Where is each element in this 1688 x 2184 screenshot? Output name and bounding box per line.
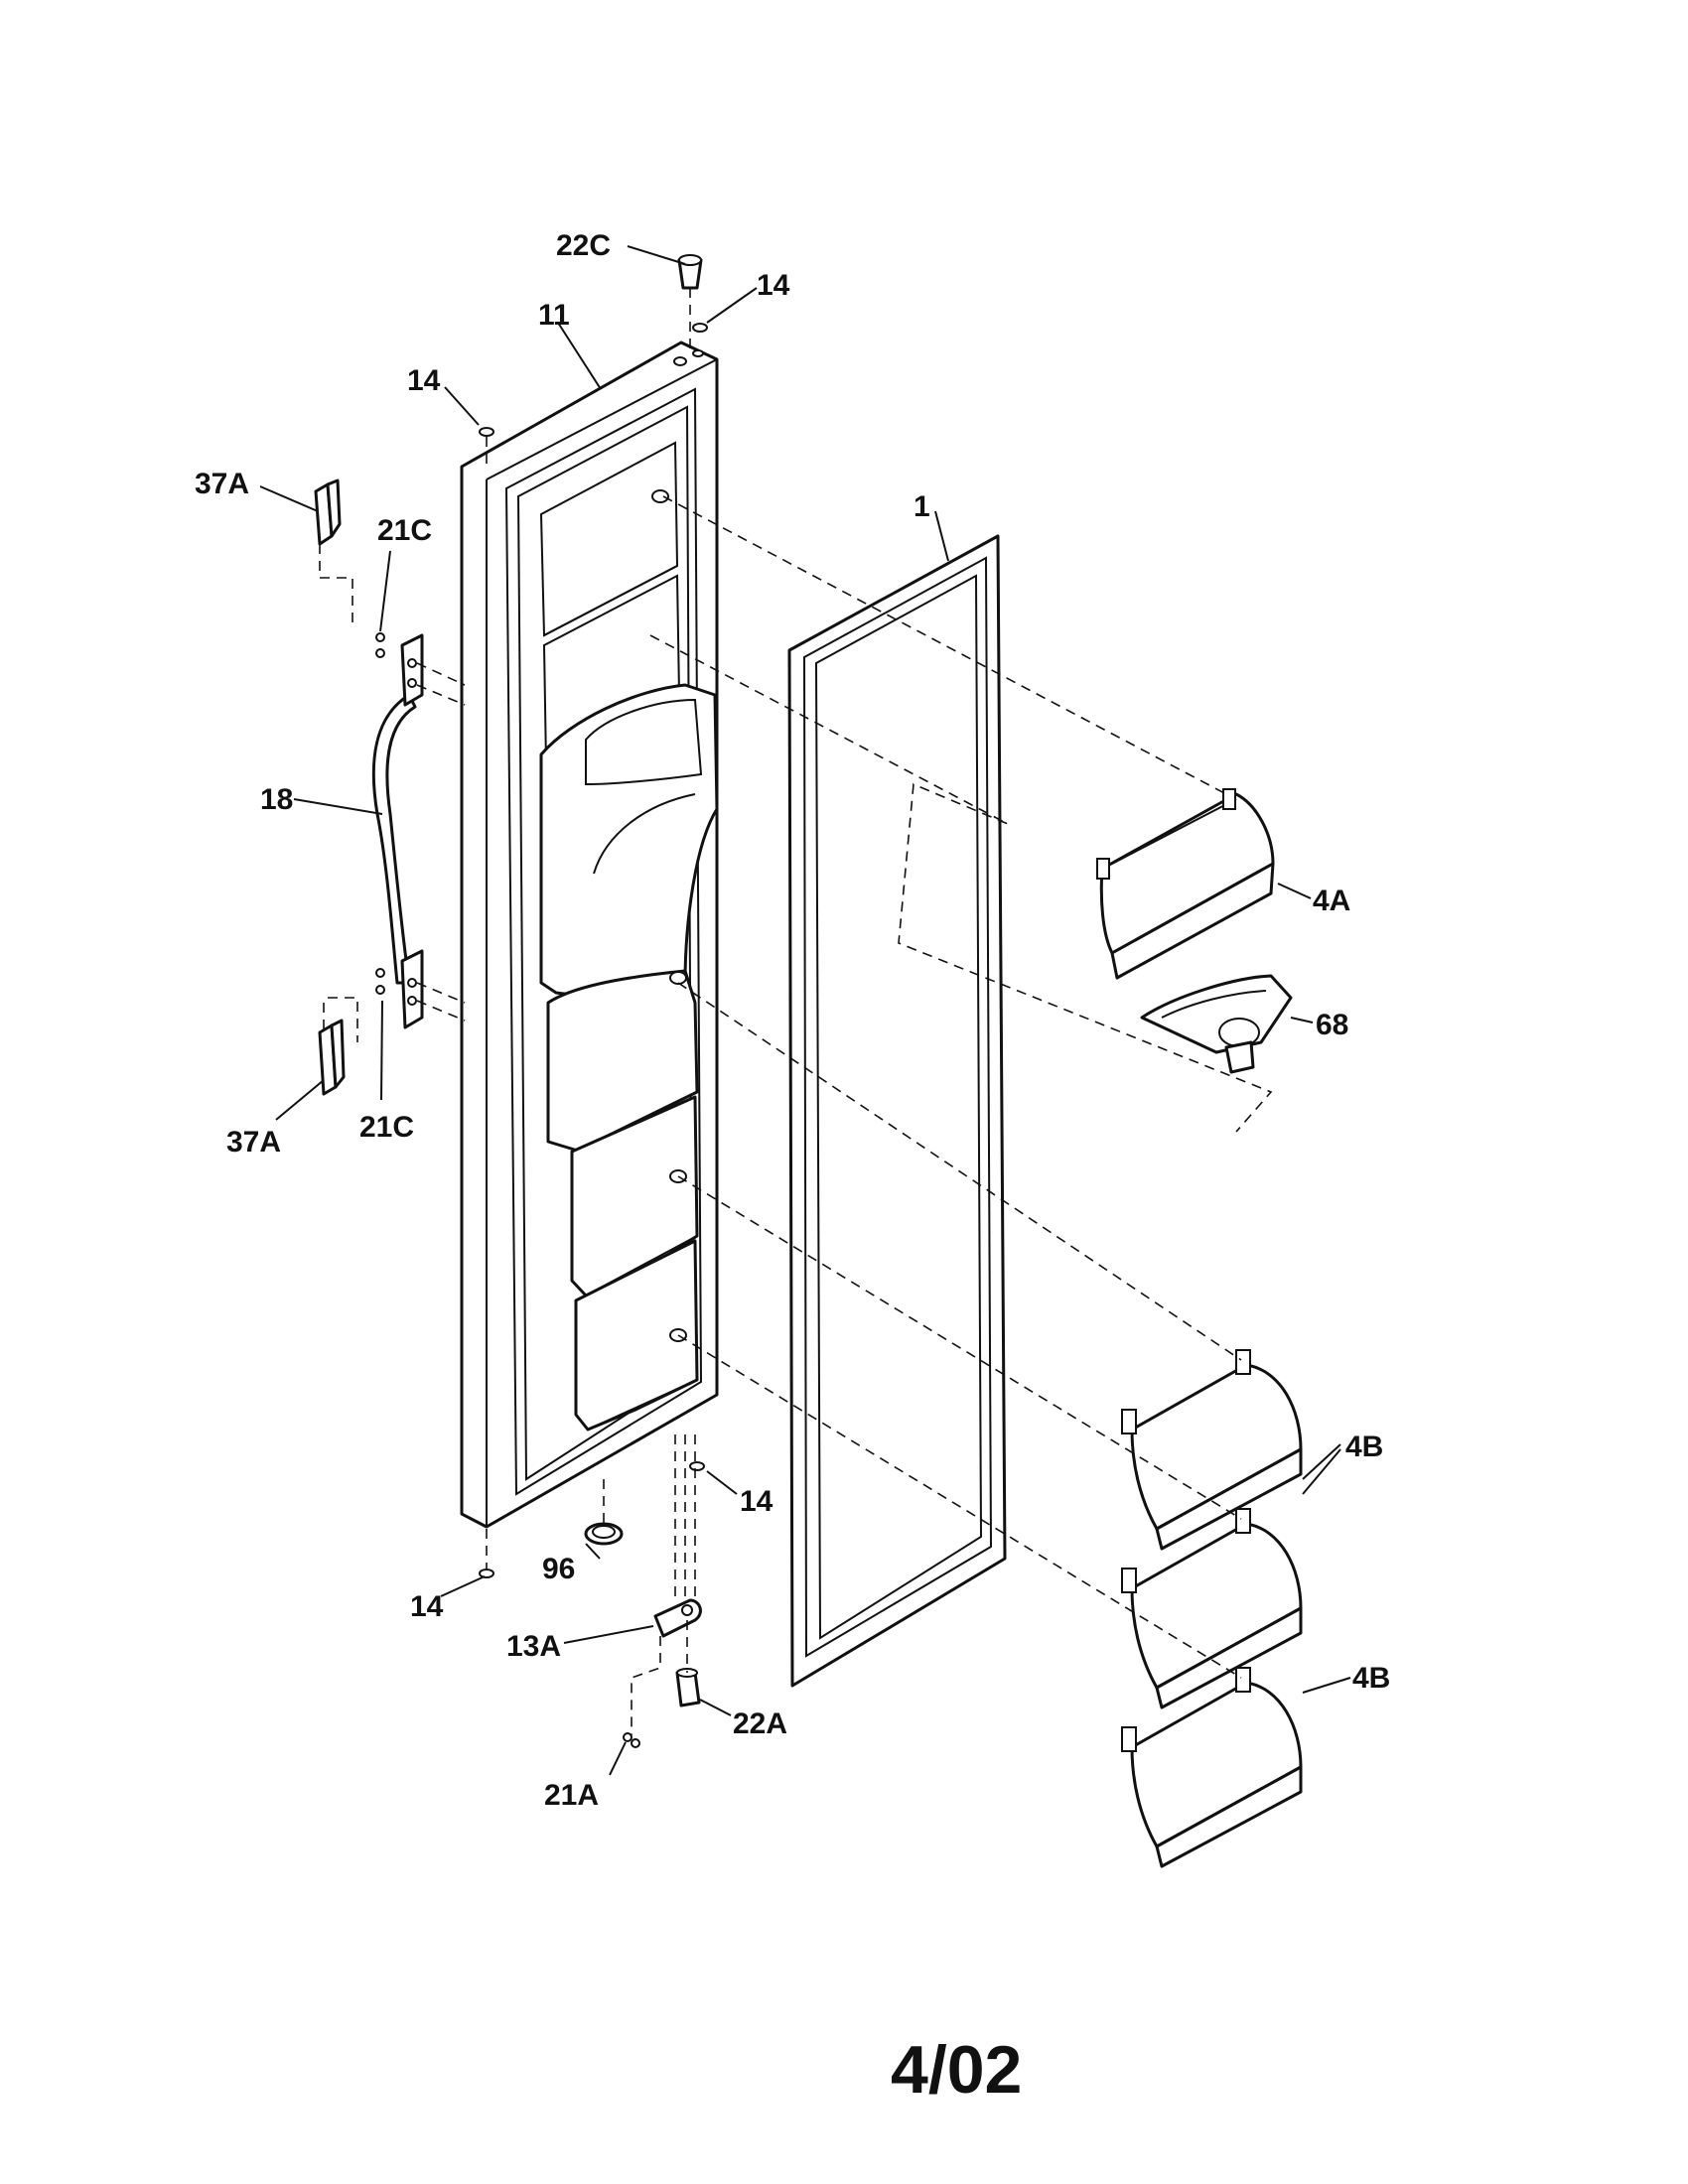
callout-4b-upper: 4B (1345, 1431, 1383, 1463)
bin-4b-3 (1121, 1667, 1303, 1868)
bin-4b-1 (1121, 1349, 1303, 1551)
door-gasket (787, 534, 1007, 1688)
callout-18: 18 (260, 783, 293, 816)
callout-14-top-left: 14 (407, 364, 441, 397)
bin-4a (1096, 788, 1275, 980)
callout-37a-bottom: 37A (226, 1126, 281, 1159)
hinge-pin-22c (677, 254, 703, 290)
door-handle (371, 633, 424, 1029)
end-cap-top (314, 478, 342, 546)
callout-21a: 21A (544, 1779, 599, 1812)
ice-chute-68 (1140, 974, 1293, 1074)
plug-14-bottom-right (689, 1461, 705, 1471)
callout-96: 96 (542, 1553, 575, 1585)
callout-1: 1 (914, 490, 930, 523)
callout-4b-lower: 4B (1352, 1662, 1390, 1695)
callout-68: 68 (1316, 1009, 1348, 1041)
callout-14-top-right: 14 (757, 269, 790, 302)
hinge-13a (653, 1598, 702, 1638)
bin-4b-2 (1121, 1508, 1303, 1709)
callout-21c-bottom: 21C (359, 1111, 414, 1144)
handle-screws (375, 632, 385, 995)
callout-14-bottom-left: 14 (410, 1590, 444, 1623)
plug-14-bottom-left (479, 1569, 494, 1578)
leader-lines (259, 245, 1351, 1776)
callout-11: 11 (538, 299, 570, 332)
hinge-pin-22a (675, 1668, 701, 1707)
callout-14-bottom-right: 14 (740, 1485, 774, 1518)
callout-37a-top: 37A (195, 468, 249, 500)
callout-22c: 22C (556, 229, 611, 262)
callout-21c-top: 21C (377, 514, 432, 547)
plug-14-top-right (692, 323, 708, 333)
cap-96 (584, 1522, 624, 1546)
plug-14-top-left (479, 427, 494, 437)
callout-labels: 22C 14 11 14 37A 21C 1 18 4A 68 37A 21C … (195, 229, 1390, 1812)
date-code: 4/02 (891, 2032, 1022, 2108)
end-cap-bottom (318, 1019, 346, 1096)
door-assembly (460, 341, 719, 1529)
callout-4a: 4A (1313, 885, 1350, 917)
screws-21a (623, 1732, 640, 1748)
callout-13a: 13A (506, 1630, 561, 1663)
alignment-lines (319, 288, 1273, 1735)
callout-22a: 22A (733, 1707, 787, 1740)
